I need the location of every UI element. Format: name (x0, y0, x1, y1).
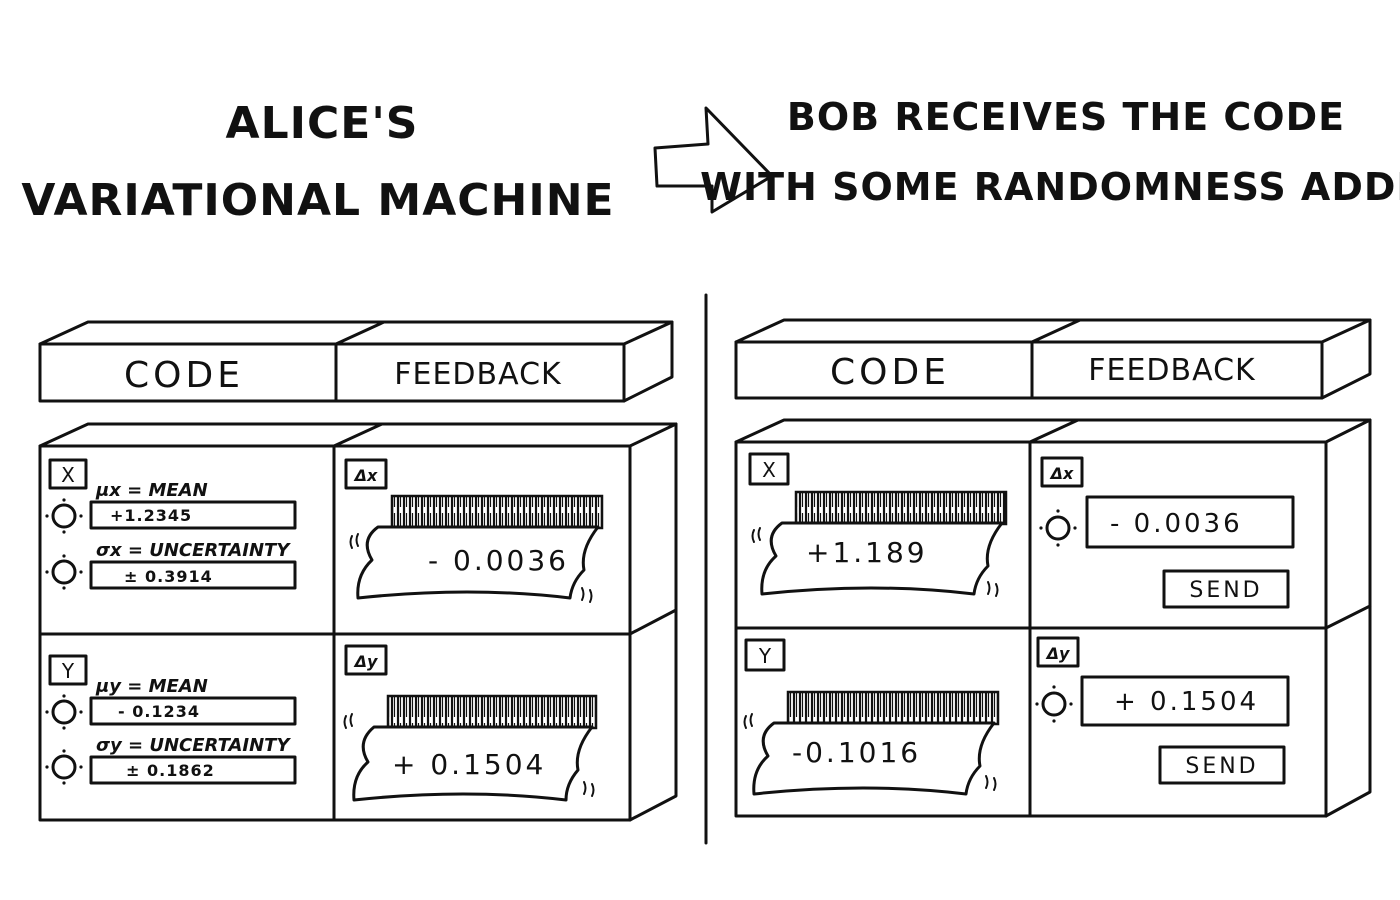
bob-y-feedback-knob[interactable] (1035, 685, 1073, 723)
alice-x-tag-box (48, 458, 88, 490)
bob-dx-tag: Δx (1049, 464, 1074, 483)
alice-y-mean-field[interactable] (89, 696, 297, 726)
alice-x-mean-value: +1.2345 (110, 506, 192, 525)
bob-x-code-cell: X +1.189 (748, 452, 1008, 597)
alice-y-mean-value: - 0.1234 (118, 702, 200, 721)
alice-y-tag: Y (61, 659, 75, 683)
alice-feedback-header: FEEDBACK (394, 357, 562, 392)
alice-y-feedback-value: + 0.1504 (392, 748, 546, 781)
alice-x-code-cell: X μx = MEAN +1.2345 σx = UNCERTAINTY ± 0… (45, 458, 297, 590)
alice-y-printer-slot (386, 694, 598, 730)
bob-y-feedback-cell: Δy + 0.1504 SEND (1035, 636, 1290, 785)
alice-y-unc-knob[interactable] (45, 749, 83, 785)
bob-y-tag: Y (758, 644, 772, 668)
alice-x-paper-strip (356, 525, 600, 600)
alice-dx-tag: Δx (353, 466, 378, 485)
alice-machine: CODE FEEDBACK X μx = MEAN +1.2345 (38, 320, 678, 822)
right-title-line1: BOB RECEIVES THE CODE (787, 95, 1345, 139)
bob-x-send-label: SEND (1189, 578, 1262, 603)
alice-header-box: CODE FEEDBACK (38, 320, 674, 403)
alice-x-unc-label: σx = UNCERTAINTY (96, 540, 291, 561)
bob-y-tag-box (744, 638, 786, 672)
alice-x-mean-label: μx = MEAN (95, 480, 208, 501)
bob-x-send-button[interactable]: SEND (1162, 569, 1290, 609)
bob-dx-tag-box (1040, 456, 1084, 488)
alice-code-header: CODE (124, 355, 244, 396)
alice-x-unc-knob[interactable] (45, 554, 83, 590)
alice-x-mean-knob[interactable] (45, 498, 83, 534)
alice-dy-tag-box (344, 644, 388, 676)
left-title-line2: VARIATIONAL MACHINE (21, 175, 614, 226)
alice-dx-tag-box (344, 458, 388, 490)
bob-header-box: CODE FEEDBACK (734, 318, 1372, 400)
alice-x-mean-field[interactable] (89, 500, 297, 530)
alice-y-mean-knob[interactable] (45, 694, 83, 730)
bob-x-paper-strip (760, 521, 1004, 596)
alice-y-unc-value: ± 0.1862 (126, 761, 215, 780)
alice-y-unc-field[interactable] (89, 755, 297, 785)
alice-dy-tag: Δy (353, 652, 378, 671)
alice-x-printer-slot (390, 494, 604, 530)
bob-x-tag: X (762, 458, 776, 482)
alice-y-unc-label: σy = UNCERTAINTY (96, 735, 291, 756)
bob-machine: CODE FEEDBACK X +1.189 Δx (734, 318, 1372, 818)
bob-code-header: CODE (830, 352, 950, 393)
bob-x-feedback-value: - 0.0036 (1110, 509, 1243, 539)
alice-x-unc-value: ± 0.3914 (124, 567, 213, 586)
bob-x-tag-box (748, 452, 790, 486)
bob-y-feedback-field[interactable] (1080, 675, 1290, 727)
bob-y-send-button[interactable]: SEND (1158, 745, 1286, 785)
alice-x-feedback-value: - 0.0036 (428, 544, 569, 577)
arrow-right-icon (653, 106, 774, 214)
bob-dy-tag-box (1036, 636, 1080, 668)
bob-x-feedback-cell: Δx - 0.0036 SEND (1039, 456, 1295, 609)
left-title-line1: ALICE'S (226, 98, 419, 149)
bob-main-box (734, 418, 1372, 818)
bob-x-feedback-field[interactable] (1085, 495, 1295, 549)
bob-x-code-value: +1.189 (806, 536, 928, 569)
alice-y-code-cell: Y μy = MEAN - 0.1234 σy = UNCERTAINTY ± … (45, 654, 297, 785)
bob-y-paper-strip (752, 721, 996, 796)
bob-y-printer-slot (786, 690, 1000, 726)
alice-x-feedback-cell: Δx - 0.0036 (344, 458, 604, 603)
bob-y-send-label: SEND (1185, 754, 1258, 779)
alice-y-tag-box (48, 654, 88, 686)
alice-x-tag: X (61, 463, 75, 487)
alice-y-paper-strip (352, 725, 594, 802)
alice-x-unc-field[interactable] (89, 560, 297, 590)
right-title-line2: WITH SOME RANDOMNESS ADDED (700, 165, 1400, 209)
bob-x-printer-slot (794, 490, 1008, 526)
bob-dy-tag: Δy (1045, 644, 1070, 663)
bob-feedback-header: FEEDBACK (1088, 353, 1256, 388)
bob-x-feedback-knob[interactable] (1039, 509, 1077, 547)
bob-y-code-cell: Y -0.1016 (743, 638, 1000, 796)
bob-y-feedback-value: + 0.1504 (1114, 687, 1259, 717)
alice-y-mean-label: μy = MEAN (95, 676, 208, 697)
alice-y-feedback-cell: Δy + 0.1504 (343, 644, 598, 802)
alice-main-box (38, 422, 678, 822)
bob-y-code-value: -0.1016 (792, 736, 921, 769)
